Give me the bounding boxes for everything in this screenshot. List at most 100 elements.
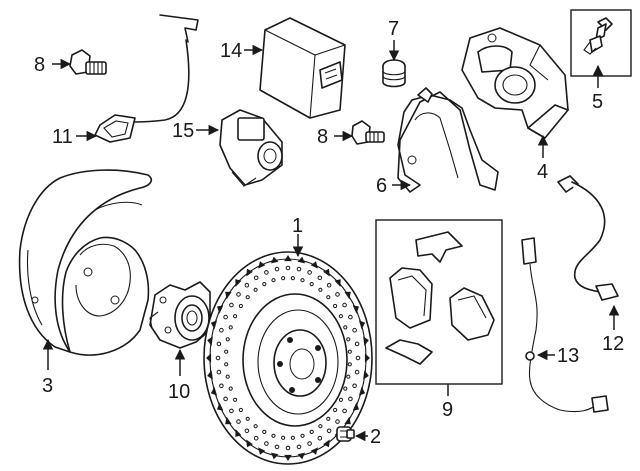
- rotor-drill-hole: [347, 349, 352, 354]
- rotor-vent-tooth: [310, 447, 318, 455]
- rotor-drill-hole: [300, 278, 305, 283]
- callout-7: 7: [388, 18, 399, 40]
- callout-14: 14: [220, 40, 242, 62]
- rotor-drill-hole: [223, 396, 228, 402]
- speed-sensor-part-13: [521, 237, 609, 413]
- caliper-part-4: [461, 27, 569, 139]
- rotor-drill-hole: [271, 433, 276, 438]
- rotor-drill-hole: [285, 265, 291, 271]
- rotor-drill-hole: [233, 314, 238, 319]
- rotor-drill-hole: [326, 416, 331, 421]
- rotor-vent-tooth: [235, 279, 242, 287]
- rotor-drill-hole: [346, 337, 351, 342]
- bolt-part-8-lower: [351, 120, 385, 145]
- rotor-vent-tooth: [258, 447, 266, 455]
- rotor-drill-hole: [224, 349, 229, 354]
- rotor-drill-hole: [253, 275, 259, 281]
- rotor-drill-hole: [333, 303, 338, 309]
- callout-leaders: [42, 40, 620, 442]
- rotor-vent-tooth: [323, 268, 330, 277]
- callout-10: 10: [168, 381, 190, 403]
- rotor-drill-hole: [271, 278, 276, 283]
- brake-pads-part-9: [385, 231, 495, 365]
- rotor-vent-tooth: [344, 291, 351, 300]
- rotor-vent-tooth: [258, 261, 266, 269]
- rotor-vent-tooth: [235, 429, 242, 437]
- rotor-vent-tooth: [344, 416, 351, 425]
- rotor-drill-hole: [285, 445, 291, 451]
- rotor-drill-hole: [274, 444, 280, 450]
- callout-15: 15: [172, 120, 194, 142]
- rotor-vent-tooth: [217, 402, 224, 411]
- rotor-vent-tooth: [297, 256, 306, 264]
- rotor-vent-tooth: [284, 454, 292, 461]
- bolt-part-8-upper: [69, 49, 107, 75]
- rotor-drill-hole: [216, 341, 222, 347]
- rotor-drill-hole: [245, 416, 250, 421]
- rotor-vent-tooth: [225, 416, 232, 425]
- callout-2: 2: [370, 426, 381, 448]
- rotor-vent-tooth: [358, 386, 366, 396]
- callout-12: 12: [602, 333, 624, 355]
- rotor-drill-hole: [215, 355, 221, 361]
- rotor-drill-hole: [343, 386, 348, 391]
- rotor-drill-hole: [228, 325, 233, 330]
- callout-1: 1: [292, 215, 303, 237]
- pad-kit-box: [375, 219, 503, 385]
- rotor-drill-hole: [317, 275, 323, 281]
- rotor-drill-hole: [238, 303, 243, 309]
- rotor-vent-tooth: [246, 439, 253, 448]
- rotor-drill-hole: [253, 424, 258, 429]
- wear-sensor-part-11: [94, 14, 199, 143]
- rotor-drill-hole: [352, 383, 357, 389]
- rotor-vent-tooth: [334, 279, 341, 287]
- caliper-bracket-part-6: [397, 87, 499, 193]
- rotor-drill-hole: [238, 407, 243, 413]
- callout-13: 13: [557, 345, 579, 367]
- rotor-drill-hole: [354, 341, 360, 347]
- wheel-hub-part-10: [149, 281, 211, 349]
- rotor-vent-tooth: [352, 305, 359, 314]
- rotor-drill-hole: [262, 282, 267, 287]
- rotor-drill-hole: [318, 287, 323, 292]
- rotor-vent-tooth: [207, 336, 213, 346]
- rotor-drill-hole: [229, 302, 234, 308]
- rotor-vent-tooth: [363, 336, 369, 346]
- rotor-drill-hole: [290, 435, 295, 440]
- callout-9: 9: [442, 399, 453, 421]
- rotor-drill-hole: [244, 282, 250, 288]
- rotor-drill-hole: [219, 383, 224, 389]
- rotor-drill-hole: [253, 287, 258, 292]
- callout-4: 4: [537, 161, 548, 183]
- rotor-drill-hole: [307, 441, 312, 446]
- rotor-vent-tooth: [270, 256, 279, 264]
- rotor-drill-hole: [338, 314, 343, 319]
- rotor-vent-tooth: [284, 255, 292, 262]
- rotor-vent-tooth: [363, 370, 369, 380]
- rotor-drill-hole: [296, 444, 302, 450]
- callout-5: 5: [592, 91, 603, 113]
- callout-8-upper: 8: [34, 54, 45, 76]
- rotor-drill-hole: [236, 419, 241, 424]
- rotor-vent-tooth: [323, 439, 330, 448]
- rotor-drill-hole: [342, 302, 347, 308]
- rotor-drill-hole: [342, 408, 347, 414]
- rotor-drill-hole: [326, 282, 332, 288]
- rotor-drill-hole: [274, 266, 280, 272]
- rotor-drill-hole: [224, 362, 229, 367]
- rotor-vent-tooth: [217, 305, 224, 314]
- rotor-drill-hole: [326, 295, 331, 300]
- rotor-drill-hole: [244, 428, 250, 434]
- rotor-drill-hole: [335, 292, 340, 297]
- rotor-vent-tooth: [310, 261, 318, 269]
- rotor-vent-tooth: [297, 452, 306, 460]
- actuator-part-15: [219, 109, 283, 187]
- rotor-drill-hole: [333, 407, 338, 413]
- rotor-drill-hole: [281, 276, 286, 281]
- rotor-drill-hole: [338, 397, 343, 402]
- rotor-drill-hole: [335, 419, 340, 424]
- rotor-drill-hole: [326, 428, 332, 434]
- rotor-drill-hole: [343, 325, 348, 330]
- rotor-drill-hole: [264, 270, 269, 275]
